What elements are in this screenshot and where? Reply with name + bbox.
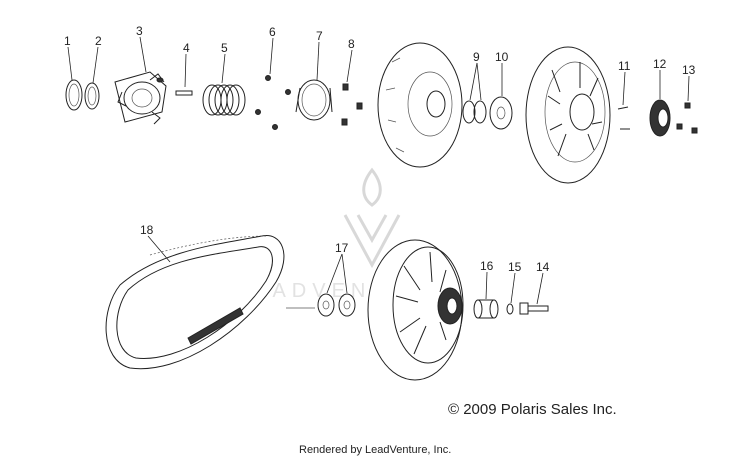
callout-15: 15 (508, 260, 522, 274)
callout-16: 16 (480, 259, 494, 273)
part-8-bolts (341, 83, 363, 126)
callout-6: 6 (269, 25, 276, 39)
part-1-snap-ring (65, 79, 83, 111)
callout-13: 13 (682, 63, 696, 77)
primary-sheave-moveable (377, 42, 463, 168)
part-9-washers (462, 100, 487, 124)
callout-7: 7 (316, 29, 323, 43)
part-4-pin (175, 90, 193, 96)
part-5-spring (202, 84, 246, 116)
callout-12: 12 (653, 57, 667, 71)
callout-labels: 1 2 3 4 5 6 7 8 9 10 11 12 13 14 15 16 1… (64, 24, 696, 274)
callout-2: 2 (95, 34, 102, 48)
part-18-drive-belt (105, 235, 285, 370)
part-16-spacer (473, 299, 499, 319)
part-2-washer (84, 82, 100, 110)
callout-9: 9 (473, 50, 480, 64)
primary-sheave-fixed (525, 46, 611, 184)
footer-credit: Rendered by LeadVenture, Inc. (299, 444, 452, 456)
part-3-spider (114, 71, 167, 125)
callout-8: 8 (348, 37, 355, 51)
callout-11: 11 (618, 59, 631, 73)
callout-14: 14 (536, 260, 550, 274)
copyright-text: © 2009 Polaris Sales Inc. (448, 401, 617, 418)
callout-1: 1 (64, 34, 71, 48)
part-11-bolts (617, 106, 630, 130)
callout-17: 17 (335, 241, 349, 255)
secondary-clutch (367, 239, 464, 381)
part-10-spacer (489, 96, 513, 130)
part-14-bolt (519, 302, 549, 315)
part-13-nuts (676, 102, 698, 134)
callout-5: 5 (221, 41, 228, 55)
leader-lines (67, 36, 690, 305)
part-6-screws (255, 75, 291, 130)
callout-3: 3 (136, 24, 143, 38)
part-12-seal (649, 99, 671, 137)
callout-4: 4 (183, 41, 190, 55)
callout-10: 10 (495, 50, 509, 64)
part-7-ring (295, 79, 333, 121)
callout-18: 18 (140, 223, 154, 237)
part-15-washer (506, 303, 514, 315)
part-17-washers (317, 293, 356, 317)
